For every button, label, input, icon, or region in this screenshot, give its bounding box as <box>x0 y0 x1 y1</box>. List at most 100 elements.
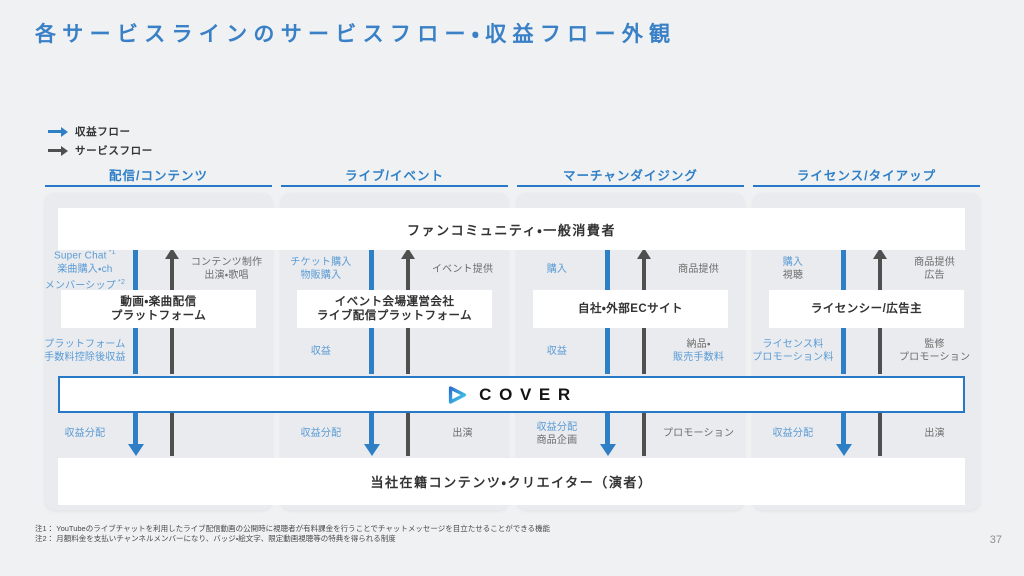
play-triangle-icon <box>449 385 467 404</box>
flow-label-bottom-right: 出演 <box>889 411 980 456</box>
entity-box-line: ライセンシー/広告主 <box>810 303 923 315</box>
revenue-flow-line <box>605 328 611 374</box>
flow-label-top-left: チケット購入物販購入 <box>279 248 363 290</box>
revenue-flow-line <box>605 248 611 290</box>
service-flow-line <box>170 328 175 374</box>
flow-label-line: 購入 <box>782 257 804 268</box>
entity-box-3: 自社・外部ECサイト <box>533 290 728 328</box>
entity-box-line: プラットフォーム <box>110 310 207 322</box>
flow-label-line: プロモーション <box>662 428 735 439</box>
flow-label-mid-left: 収益 <box>279 328 363 374</box>
service-arrow-up-icon <box>873 248 888 259</box>
flow-label-line: 商品提供 <box>678 263 719 275</box>
flow-label-mid-left: 収益 <box>515 328 599 374</box>
flow-label-line: 視聴 <box>782 270 804 281</box>
revenue-arrow-down-icon <box>127 444 144 456</box>
revenue-arrow-down-icon <box>599 444 616 456</box>
flow-label-bottom-right: プロモーション <box>653 411 744 456</box>
revenue-flow-line <box>133 248 139 290</box>
flow-label-mid-left: ライセンス料プロモーション料 <box>751 328 835 374</box>
entity-box-line: ライブ配信プラットフォーム <box>316 310 473 322</box>
service-arrow-up-icon <box>637 248 652 259</box>
flow-label-mid-right: 監修プロモーション <box>889 328 980 374</box>
revenue-flow-line <box>605 411 611 445</box>
service-flow-line <box>642 411 647 456</box>
flow-label-line: 販売手数料 <box>673 352 725 363</box>
entity-box-line: イベント会場運営会社 <box>334 296 455 308</box>
flow-label-bottom-right: 出演 <box>417 411 508 456</box>
fan-community-box: ファンコミュニティ・一般消費者 <box>58 208 965 250</box>
flow-label-line: 収益分配 <box>64 428 106 439</box>
service-flow-line <box>406 259 411 290</box>
creators-box: 当社在籍コンテンツ・クリエイター（演者） <box>58 458 965 505</box>
footnotes: 注1： YouTubeのライブチャットを利用したライブ配信動画の公開時に視聴者が… <box>35 524 550 544</box>
entity-box-2: イベント会場運営会社ライブ配信プラットフォーム <box>297 290 492 328</box>
revenue-flow-line <box>841 248 847 290</box>
page-title: 各サービスラインのサービスフロー・収益フロー外観 <box>35 23 677 46</box>
flow-label-line: プラットフォーム <box>44 339 126 350</box>
flow-label-top-left: 購入 <box>515 248 599 290</box>
flow-label-line: 監修 <box>924 339 945 350</box>
revenue-arrow-down-icon <box>363 444 380 456</box>
flow-label-line: 広告 <box>924 270 945 281</box>
flow-label-bottom-left: 収益分配 <box>279 411 363 456</box>
service-flow-line <box>642 328 647 374</box>
flow-label-line: 物販購入 <box>300 270 342 281</box>
flow-label-top-left: 購入視聴 <box>751 248 835 290</box>
cover-company-box: COVER <box>58 376 965 413</box>
entity-box-4: ライセンシー/広告主 <box>769 290 964 328</box>
revenue-flow-line <box>369 328 375 374</box>
service-flow-line <box>406 411 411 456</box>
service-arrow-up-icon <box>401 248 416 259</box>
flow-label-top-right: 商品提供広告 <box>889 248 980 290</box>
flow-label-line: イベント提供 <box>431 263 494 275</box>
flow-label-top-right: コンテンツ制作出演・歌唱 <box>181 248 272 290</box>
flow-label-line: 収益分配 <box>772 428 814 439</box>
service-flow-line <box>878 328 883 374</box>
flow-label-line: 出演・歌唱 <box>204 270 249 281</box>
flow-label-line: 楽曲購入・ch <box>57 263 113 275</box>
flow-label-line: 商品企画 <box>536 434 578 446</box>
revenue-flow-line <box>133 328 139 374</box>
service-arrow-up-icon <box>165 248 180 259</box>
footnote-2: 注2： 月額料金を支払いチャンネルメンバーになり、バッジ・絵文字、限定動画視聴等… <box>35 534 396 543</box>
revenue-flow-line <box>369 411 375 445</box>
revenue-flow-line <box>841 328 847 374</box>
footnote-1: 注1： YouTubeのライブチャットを利用したライブ配信動画の公開時に視聴者が… <box>35 524 551 533</box>
revenue-arrow-down-icon <box>835 444 852 456</box>
flow-label-line: 収益 <box>310 345 332 357</box>
column-header-4: ライセンス/タイアップ <box>753 163 980 187</box>
service-arrow-icon <box>48 145 68 156</box>
revenue-flow-line <box>133 411 139 445</box>
service-flow-line <box>170 411 175 456</box>
flow-label-line: 出演 <box>452 428 473 439</box>
flow-label-line: 収益分配 <box>536 421 578 433</box>
service-flow-line <box>878 259 883 290</box>
flow-label-mid-right: 納品・販売手数料 <box>653 328 744 374</box>
flow-label-top-right: 商品提供 <box>653 248 744 290</box>
flow-label-line: 収益 <box>546 345 568 357</box>
page-number: 37 <box>989 534 1002 546</box>
legend-service-label: サービスフロー <box>75 145 153 157</box>
service-flow-line <box>170 259 175 290</box>
legend-revenue-flow: 収益フロー <box>48 122 153 141</box>
revenue-arrow-icon <box>48 126 68 137</box>
flow-label-line: ライセンス料 <box>762 339 824 350</box>
cover-logo-text: COVER <box>479 385 578 404</box>
service-flow-line <box>406 328 411 374</box>
column-header-3: マーチャンダイジング <box>517 163 744 187</box>
flow-label-line: 収益分配 <box>300 428 342 439</box>
flow-label-line: 出演 <box>924 428 945 439</box>
entity-box-1: 動画・楽曲配信プラットフォーム <box>61 290 256 328</box>
flow-label-line: 納品・ <box>686 339 711 350</box>
flow-label-line: プロモーション <box>898 352 971 363</box>
flow-label-top-right: イベント提供 <box>417 248 508 290</box>
flow-label-line: 手数料控除後収益 <box>44 352 126 363</box>
flow-label-bottom-left: 収益分配 <box>751 411 835 456</box>
flow-label-line: チケット購入 <box>290 257 352 268</box>
entity-box-line: 動画・楽曲配信 <box>120 296 197 308</box>
flow-legend: 収益フロー サービスフロー <box>48 122 153 160</box>
